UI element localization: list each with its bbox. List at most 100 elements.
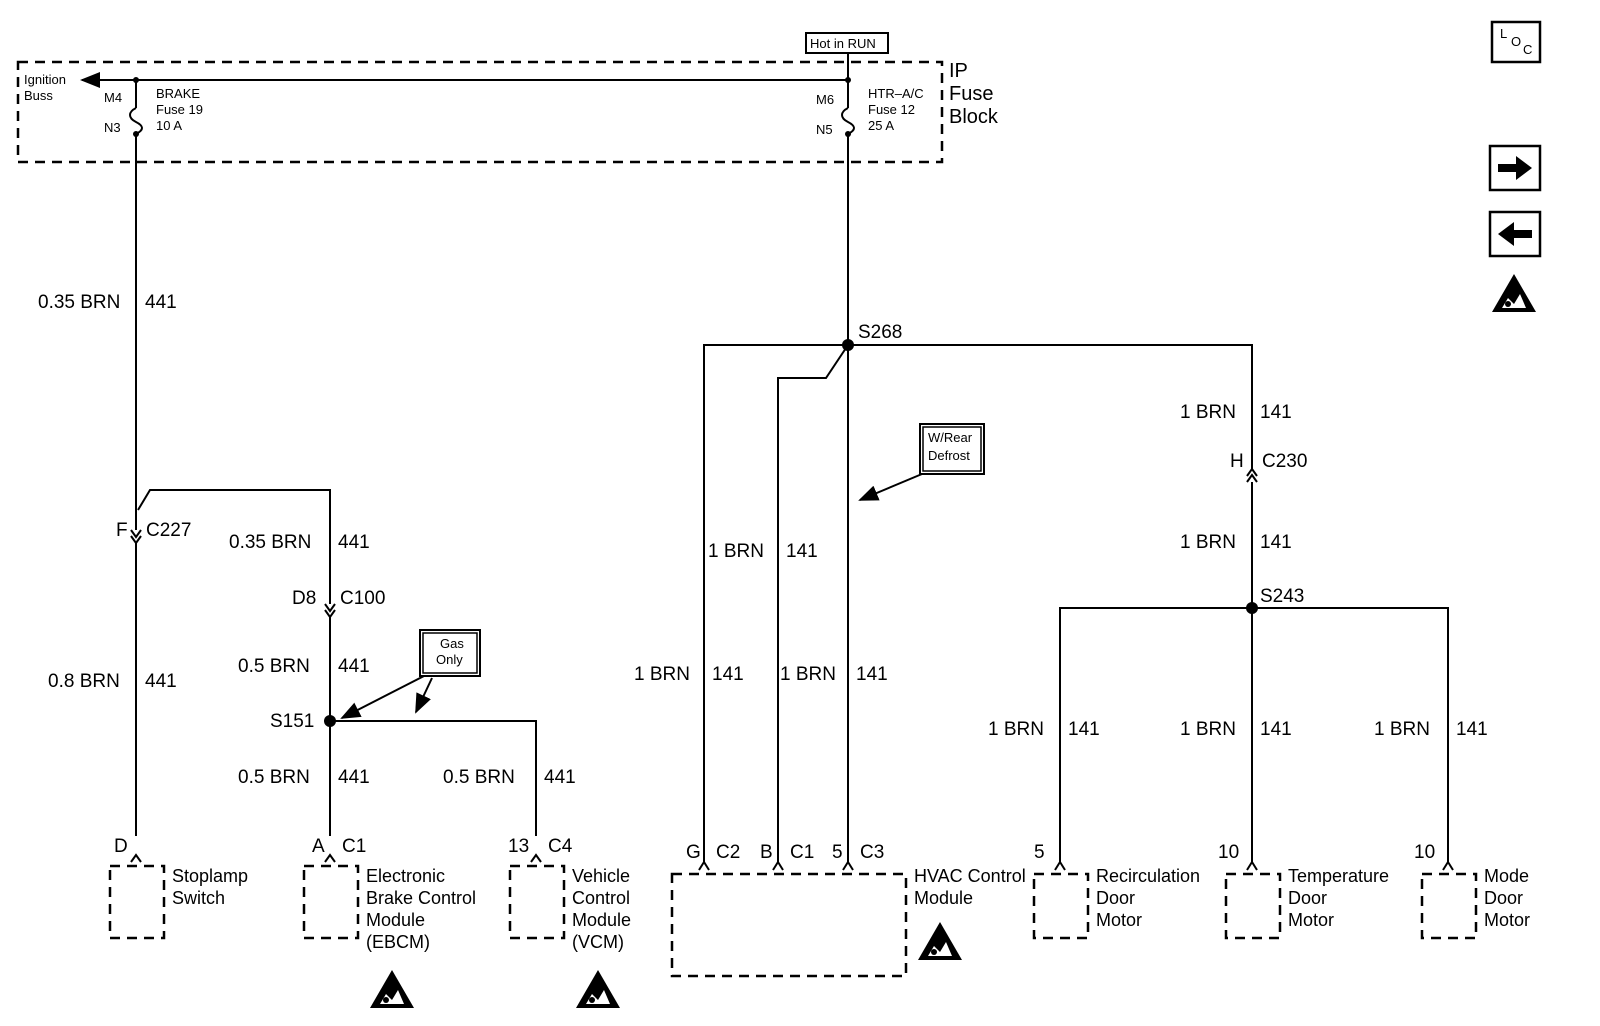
circuit-141-door-motors: 1 BRN 141 H C230 1 BRN 141 S243 1 BRN 14… (988, 402, 1488, 862)
circuit-label-141-c: 141 (856, 664, 888, 685)
circuit-label-141-g: 141 (1260, 719, 1292, 740)
wire-label-1brn-e: 1 BRN (1180, 532, 1236, 553)
brake-pin-bot: N3 (104, 120, 121, 135)
brake-pin-top: M4 (104, 90, 122, 105)
hvac-connector-5: C3 (860, 842, 884, 863)
ebcm-label-4: (EBCM) (366, 932, 430, 952)
ignition-label-1: Ignition (24, 72, 66, 87)
htr-pin-top: M6 (816, 92, 834, 107)
recirc-label-2: Door (1096, 888, 1135, 908)
arrow-right-icon (1498, 156, 1532, 180)
brake-fuse-label-2: Fuse 19 (156, 102, 203, 117)
temp-label-3: Motor (1288, 910, 1334, 930)
wire-label-1brn-b: 1 BRN (634, 664, 690, 685)
hot-in-run-label: Hot in RUN (810, 36, 876, 51)
hvac-pin-g: G (686, 842, 701, 863)
brake-fuse-label-1: BRAKE (156, 86, 200, 101)
vcm-esd-icon (576, 970, 620, 1008)
ebcm-label-2: Brake Control (366, 888, 476, 908)
mode-door-motor: 10 Mode Door Motor (1414, 842, 1530, 940)
wire-label-05brn-b: 0.5 BRN (238, 767, 310, 788)
stoplamp-label-1: Stoplamp (172, 866, 248, 886)
hvac-connector-b: C1 (790, 842, 814, 863)
wire-label-1brn-c: 1 BRN (780, 664, 836, 685)
wire-label-05brn-c: 0.5 BRN (443, 767, 515, 788)
hvac-label-1: HVAC Control (914, 866, 1026, 886)
ebcm-label-3: Module (366, 910, 425, 930)
c230-label: C230 (1262, 451, 1307, 472)
circuit-label-441-d: 441 (338, 656, 370, 677)
circuit-label-441-e: 441 (338, 767, 370, 788)
mode-label-2: Door (1484, 888, 1523, 908)
wire-label-1brn-g: 1 BRN (1180, 719, 1236, 740)
circuit-label-141-f: 141 (1068, 719, 1100, 740)
prev-page-button[interactable] (1488, 210, 1542, 258)
wire-label-035brn-a: 0.35 BRN (38, 292, 120, 313)
circuit-label-141-b: 141 (712, 664, 744, 685)
hvac-connector-g: C2 (716, 842, 740, 863)
circuit-label-141-e: 141 (1260, 532, 1292, 553)
recirculation-door-motor: 5 Recirculation Door Motor (1032, 842, 1200, 940)
recirc-label-3: Motor (1096, 910, 1142, 930)
c227-label: C227 (146, 520, 191, 541)
hvac-label-2: Module (914, 888, 973, 908)
circuit-label-441-f: 441 (544, 767, 576, 788)
c230-pin: H (1230, 451, 1244, 472)
s243-label: S243 (1260, 586, 1304, 607)
vcm-label-3: Module (572, 910, 631, 930)
ebcm-connector: C1 (342, 836, 366, 857)
recirc-label-1: Recirculation (1096, 866, 1200, 886)
circuit-label-141-h: 141 (1456, 719, 1488, 740)
c100-label: C100 (340, 588, 385, 609)
htr-fuse-label-3: 25 A (868, 118, 894, 133)
arrow-left-icon (1498, 222, 1532, 246)
rear-defrost-label-2: Defrost (928, 448, 970, 463)
c100-pin: D8 (292, 588, 316, 609)
hvac-pin-b: B (760, 842, 773, 863)
ignition-label-2: Buss (24, 88, 53, 103)
htr-fuse-label-1: HTR–A/C (868, 86, 924, 101)
rear-defrost-note (919, 423, 985, 475)
hvac-esd-icon (918, 922, 962, 960)
circuit-label-441-b: 441 (338, 532, 370, 553)
recirc-pin: 5 (1034, 842, 1045, 863)
circuit-label-441-a: 441 (145, 292, 177, 313)
fuse-block-name-3: Block (949, 106, 999, 128)
temp-label-2: Door (1288, 888, 1327, 908)
stoplamp-label-2: Switch (172, 888, 225, 908)
gas-only-note (419, 629, 481, 677)
wire-label-1brn-a: 1 BRN (708, 541, 764, 562)
fuse-block-name-1: IP (949, 60, 968, 82)
loc-c-text: C (1523, 42, 1532, 57)
wire-label-1brn-f: 1 BRN (988, 719, 1044, 740)
vcm-label-4: (VCM) (572, 932, 624, 952)
c227-pin: F (116, 520, 128, 541)
wire-label-08brn: 0.8 BRN (48, 671, 120, 692)
circuit-141-hvac: S268 1 BRN 141 1 BRN 141 1 BRN 141 W/Rea… (634, 134, 1253, 862)
esd-warning-icon[interactable] (1492, 274, 1536, 312)
gas-only-label-2: Only (436, 652, 463, 667)
brake-fuse-label-3: 10 A (156, 118, 182, 133)
circuit-441: 0.35 BRN 441 F C227 0.35 BRN 441 D8 C100… (38, 134, 576, 836)
fuse-block-outline (16, 60, 944, 164)
circuit-label-141-d: 141 (1260, 402, 1292, 423)
hvac-pin-5: 5 (832, 842, 843, 863)
loc-button[interactable]: L O C (1490, 20, 1542, 64)
vcm-connector: C4 (548, 836, 573, 857)
ebcm-module: A C1 Electronic Brake Control Module (EB… (302, 836, 476, 1008)
wire-label-1brn-d: 1 BRN (1180, 402, 1236, 423)
wire-label-035brn-b: 0.35 BRN (229, 532, 311, 553)
vcm-pin: 13 (508, 836, 529, 857)
vcm-module: 13 C4 Vehicle Control Module (VCM) (508, 836, 631, 1008)
rear-defrost-label-1: W/Rear (928, 430, 973, 445)
htr-pin-bot: N5 (816, 122, 833, 137)
stoplamp-switch: D Stoplamp Switch (108, 836, 248, 940)
temp-pin: 10 (1218, 842, 1239, 863)
temperature-door-motor: 10 Temperature Door Motor (1218, 842, 1389, 940)
mode-label-1: Mode (1484, 866, 1529, 886)
htr-ac-fuse: M6 N5 HTR–A/C Fuse 12 25 A (816, 77, 924, 137)
next-page-button[interactable] (1488, 144, 1542, 192)
wire-label-05brn-a: 0.5 BRN (238, 656, 310, 677)
s268-label: S268 (858, 322, 902, 343)
